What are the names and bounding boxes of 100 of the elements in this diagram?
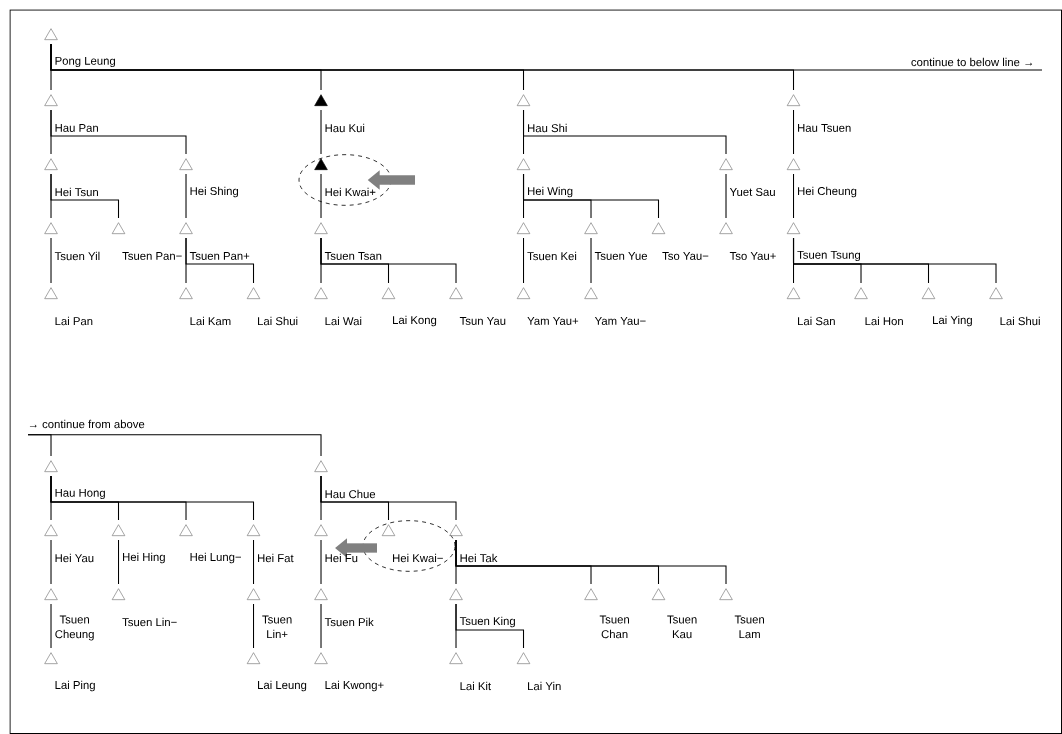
connector-line (320, 109, 322, 155)
person-triangle (246, 287, 261, 299)
person-triangle (719, 158, 733, 170)
person-name: Lai Shui (258, 316, 298, 326)
connector-line (522, 109, 727, 155)
continuation-note: → continue from above (29, 419, 145, 429)
person-name: Tso Yau+ (729, 252, 776, 260)
person-name: Tsuen Lin− (122, 617, 177, 627)
person-name: Hei Fat (258, 553, 294, 563)
person-triangle (314, 588, 328, 600)
person-name: Tsuen Kei (527, 251, 577, 261)
person-name: Pong Leung (55, 56, 115, 68)
person-triangle (179, 158, 193, 170)
connector-line (27, 434, 322, 457)
person-triangle (44, 524, 58, 536)
person-name: Lai Ying (933, 315, 972, 327)
person-triangle (179, 287, 193, 299)
person-triangle (44, 588, 58, 600)
person-name: Lai Kong (393, 315, 437, 327)
person-name: Tsuen Cheung (55, 615, 94, 641)
person-triangle (314, 460, 328, 472)
person-name: Hei Hing (123, 552, 165, 564)
connector-line (252, 539, 255, 585)
connector-line (590, 237, 592, 284)
person-name: Hei Wing (528, 186, 573, 198)
connector-line (50, 43, 1043, 71)
person-triangle (854, 287, 868, 299)
person-triangle (44, 287, 58, 299)
person-name: Hau Pan (55, 124, 98, 132)
connector-line (50, 109, 187, 155)
person-name: Hei Cheung (798, 186, 857, 198)
person-triangle (786, 287, 801, 299)
person-name: Hau Shi (528, 123, 567, 133)
person-name: Lai San (798, 316, 835, 326)
person-name: Tsuen King (459, 616, 515, 628)
person-name: Tsuen Kau (667, 615, 697, 639)
person-name: Hau Tsuen (798, 124, 851, 132)
connector-line (455, 603, 525, 649)
person-triangle (651, 222, 666, 234)
person-triangle (516, 158, 531, 170)
connector-line (117, 539, 120, 585)
person-triangle (381, 524, 396, 536)
person-name: Yuet Sau (729, 188, 775, 196)
person-triangle (786, 158, 801, 170)
connector-line (792, 173, 795, 219)
person-triangle (44, 222, 58, 234)
connector-line (252, 603, 255, 649)
person-name: Tsuen Lin+ (262, 615, 292, 639)
connector-line (455, 539, 727, 585)
dashed-ellipse (362, 520, 456, 572)
person-triangle (989, 287, 1003, 299)
connector-line (792, 237, 997, 284)
person-name: Lai Yin (528, 681, 561, 691)
person-triangle (719, 222, 733, 234)
person-triangle (516, 287, 531, 299)
person-name: Hei Tsun (55, 187, 98, 197)
connector-line (50, 539, 52, 585)
person-triangle (381, 287, 396, 299)
person-name: Lai Hon (865, 316, 903, 326)
person-name: Lai Kwong+ (325, 680, 384, 692)
person-triangle (246, 588, 261, 600)
dashed-ellipse (298, 154, 392, 206)
person-name: Lai Shui (1000, 316, 1040, 326)
connector-line (522, 173, 660, 219)
person-triangle (246, 652, 261, 664)
person-name: Tsuen Tsan (324, 252, 382, 260)
person-triangle (516, 222, 531, 234)
person-name: Lai Pan (55, 316, 93, 326)
person-name: Lai Ping (55, 680, 95, 692)
person-triangle (719, 588, 733, 600)
person-triangle (449, 287, 463, 299)
person-triangle (314, 652, 328, 664)
person-name: Hei Kwai− (393, 553, 443, 563)
connector-line (185, 237, 255, 284)
person-triangle (44, 158, 58, 170)
person-name: Hau Kui (325, 123, 365, 133)
person-triangle (584, 588, 598, 600)
person-triangle (111, 588, 126, 600)
person-triangle (449, 588, 463, 600)
person-triangle (246, 524, 261, 536)
person-triangle (584, 222, 598, 234)
person-name: Lai Leung (258, 680, 307, 692)
person-triangle (921, 287, 936, 299)
connector-line (522, 237, 525, 284)
person-name: Tsuen Pan+ (189, 252, 250, 260)
person-name: Tsuen Pik (324, 617, 374, 627)
person-triangle (111, 222, 126, 234)
person-name: Hau Hong (55, 488, 105, 500)
connector-line (320, 603, 322, 649)
person-triangle (111, 524, 126, 536)
person-triangle (786, 94, 801, 106)
person-triangle (314, 94, 328, 106)
connector-line (320, 237, 457, 284)
connector-line (50, 603, 52, 649)
person-name: Yam Yau+ (527, 317, 579, 325)
person-triangle (44, 28, 58, 40)
person-name: Hei Lung− (190, 552, 241, 564)
connector-line (50, 475, 255, 521)
person-triangle (314, 158, 328, 170)
person-triangle (584, 287, 598, 299)
